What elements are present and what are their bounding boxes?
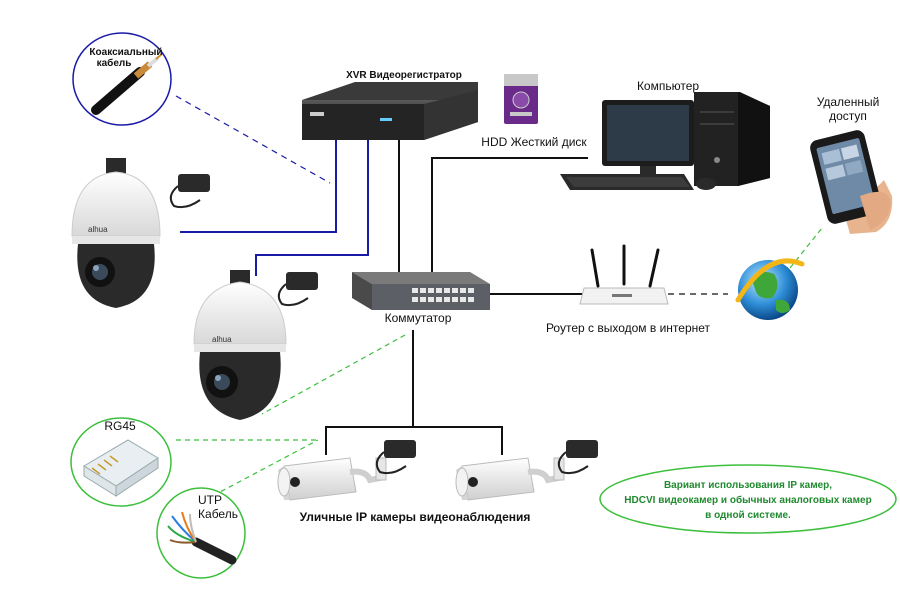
coax-label-line2: кабель xyxy=(97,57,132,69)
xvr-label: XVR Видеорегистратор xyxy=(346,70,462,81)
svg-text:alhua: alhua xyxy=(88,225,108,234)
utp-label-line2: Кабель xyxy=(198,507,238,521)
note-line2: HDCVI видеокамер и обычных аналоговых ка… xyxy=(624,494,871,506)
computer: Компьютер xyxy=(560,79,770,190)
utp-label-line1: UTP xyxy=(198,493,222,507)
utp-cable-icon xyxy=(167,511,237,565)
connection-lines xyxy=(175,95,823,501)
router-label: Роутер с выходом в интернет xyxy=(546,321,711,335)
utp-dashed-cable xyxy=(204,439,319,501)
power-adapter-icon-2 xyxy=(277,272,318,307)
router: Роутер с выходом в интернет xyxy=(546,244,711,335)
ethernet-bus-street xyxy=(325,426,503,455)
coax-cable-callout: Коаксиальный кабель xyxy=(72,32,172,126)
svg-text:alhua: alhua xyxy=(212,335,232,344)
utp-cable-callout: UTP Кабель xyxy=(156,487,246,579)
bullet-camera-2 xyxy=(455,457,565,501)
xvr-recorder: XVR Видеорегистратор xyxy=(302,70,478,140)
utp-dashed-switch-dome xyxy=(261,334,406,415)
smartphone-icon xyxy=(810,130,893,234)
switch-label: Коммутатор xyxy=(385,311,452,325)
bullet-camera-1 xyxy=(277,457,387,501)
mouse xyxy=(696,178,716,190)
power-adapter-icon-3 xyxy=(375,440,416,475)
ethernet-switch-computer xyxy=(431,157,588,272)
internet-globe-icon xyxy=(735,258,805,320)
note-line3: в одной системе. xyxy=(705,510,791,521)
coax-dashed-link xyxy=(175,95,331,184)
system-note: Вариант использования IP камер, HDCVI ви… xyxy=(599,464,897,534)
coax-cable-icon xyxy=(91,53,163,115)
street-cams-label: Уличные IP камеры видеонаблюдения xyxy=(300,510,531,524)
power-adapter-icon-1 xyxy=(169,174,210,209)
coax-line-dome2 xyxy=(255,140,369,276)
remote-label-line1: Удаленный xyxy=(817,95,880,109)
rg45-callout: RG45 xyxy=(70,417,172,507)
remote-label-line2: доступ xyxy=(829,109,867,123)
network-switch: Коммутатор xyxy=(352,272,490,325)
note-line1: Вариант использования IP камер, xyxy=(664,480,832,491)
hdd-drive: HDD Жесткий диск xyxy=(481,74,587,149)
ptz-dome-camera-2: alhua xyxy=(193,270,287,420)
coax-line-dome1 xyxy=(180,140,337,233)
rg45-connector-icon xyxy=(83,439,159,497)
computer-label: Компьютер xyxy=(637,79,699,93)
ptz-dome-camera-1: alhua xyxy=(71,158,161,308)
hdd-label: HDD Жесткий диск xyxy=(481,135,587,149)
coax-label-line1: Коаксиальный xyxy=(89,47,162,58)
remote-access: Удаленный доступ xyxy=(810,95,893,234)
rg45-label: RG45 xyxy=(104,419,136,433)
power-adapter-icon-4 xyxy=(557,440,598,475)
